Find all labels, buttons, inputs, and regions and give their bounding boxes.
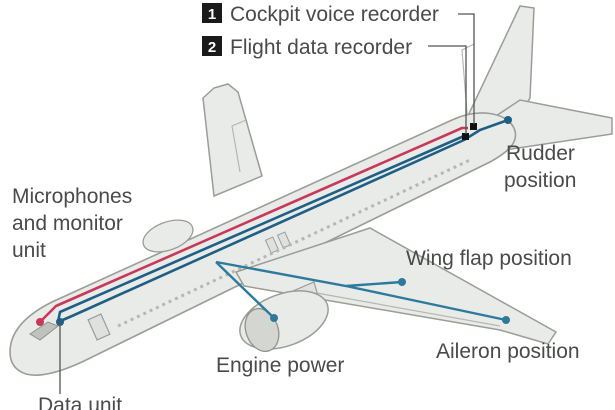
microphones-label-line1: Microphones xyxy=(12,185,132,208)
data-recorder-leader xyxy=(428,45,467,134)
forward-door xyxy=(87,313,111,341)
legend-item1-label: Cockpit voice recorder xyxy=(230,3,439,26)
far-engine xyxy=(142,219,194,253)
engine-dot xyxy=(270,314,278,322)
window-row xyxy=(117,158,471,328)
data-recorder-box xyxy=(462,133,469,140)
wing-sensor-line xyxy=(215,260,507,322)
voice-recorder-leader xyxy=(458,13,475,124)
rudder-label-line1: Rudder xyxy=(506,142,575,165)
rudder-dot xyxy=(504,116,512,124)
near-wing-flap-line xyxy=(299,289,501,327)
near-wing xyxy=(234,227,558,345)
overwing-exit-2 xyxy=(276,231,292,249)
wing-flap-label: Wing flap position xyxy=(406,247,572,270)
microphones-label-line2: and monitor xyxy=(12,212,123,235)
far-wing xyxy=(202,83,263,198)
fuselage xyxy=(9,112,517,377)
rudder-label-line2: position xyxy=(504,169,576,192)
legend-item2-label: Flight data recorder xyxy=(230,36,412,59)
cockpit-windows xyxy=(29,321,59,341)
voice-recorder-line xyxy=(39,126,468,323)
legend-item1-number: 1 xyxy=(208,6,216,23)
microphone-dot xyxy=(36,318,44,326)
legend-item2-badge xyxy=(202,36,222,56)
legend-item2-number: 2 xyxy=(208,39,216,56)
legend-item1-badge xyxy=(202,3,222,23)
data-unit-label: Data unit xyxy=(38,394,122,410)
engine-power-label: Engine power xyxy=(216,354,344,377)
overwing-exit-1 xyxy=(264,236,280,254)
aileron-label: Aileron position xyxy=(436,340,580,363)
voice-recorder-box xyxy=(470,123,477,130)
engine-sensor-line xyxy=(215,261,275,319)
aileron-dot xyxy=(502,316,510,324)
far-wing-panel xyxy=(231,119,247,173)
microphones-label-line3: unit xyxy=(12,239,46,262)
wing-flap-dot xyxy=(398,278,406,286)
